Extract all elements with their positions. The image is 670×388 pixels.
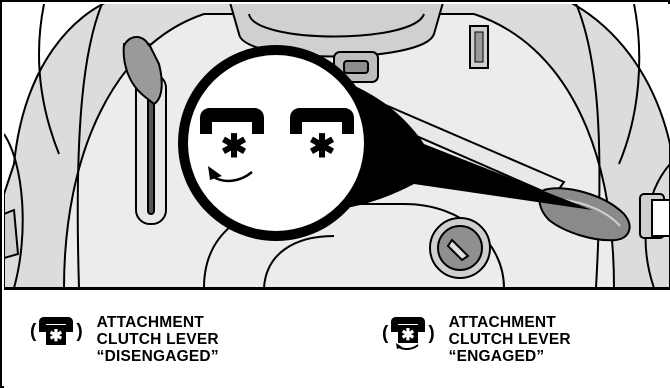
legend-label-disengaged: ATTACHMENT CLUTCH LEVER “DISENGAGED” — [97, 314, 219, 365]
clutch-disengaged-icon: ✱ — [39, 317, 74, 345]
paren-close: ) — [76, 320, 83, 342]
label-line-2: CLUTCH LEVER — [96, 331, 219, 348]
svg-text:✱: ✱ — [221, 128, 248, 164]
legend: ( ✱ ) ATTACHMENT CLUTCH LEVER “DISENGAGE… — [4, 290, 670, 388]
paren-close: ) — [428, 322, 435, 344]
label-line-1: ATTACHMENT — [448, 314, 556, 331]
ignition-key — [429, 217, 491, 279]
clutch-engaged-icon: ✱ — [391, 317, 426, 350]
throttle-lever — [122, 36, 167, 225]
svg-text:✱: ✱ — [402, 327, 415, 344]
magnifier-callout: ✱ ✱ — [178, 45, 592, 241]
legend-item-disengaged: ( ✱ ) ATTACHMENT CLUTCH LEVER “DISENGAGE… — [30, 314, 219, 365]
magnified-clutch-symbol-1: ✱ — [200, 108, 264, 183]
label-line-2: CLUTCH LEVER — [448, 331, 571, 348]
clutch-disengaged-symbol: ( ✱ ) — [30, 316, 83, 346]
paren-open: ( — [382, 322, 389, 344]
magnified-clutch-symbol-2: ✱ — [290, 108, 354, 164]
label-line-3: “ENGAGED” — [448, 348, 545, 365]
svg-text:✱: ✱ — [309, 128, 336, 164]
clutch-engaged-symbol: ( ✱ ) — [382, 316, 435, 350]
console-hump — [229, 4, 444, 83]
paren-open: ( — [30, 320, 37, 342]
label-line-1: ATTACHMENT — [96, 314, 204, 331]
tractor-dash-illustration: ✱ ✱ — [4, 4, 670, 290]
legend-label-engaged: ATTACHMENT CLUTCH LEVER “ENGAGED” — [449, 314, 571, 365]
svg-text:✱: ✱ — [50, 328, 63, 345]
label-line-3: “DISENGAGED” — [96, 348, 219, 365]
legend-item-engaged: ( ✱ ) ATTACHMENT CLUTCH LEVER “ENGAGED” — [382, 314, 571, 365]
